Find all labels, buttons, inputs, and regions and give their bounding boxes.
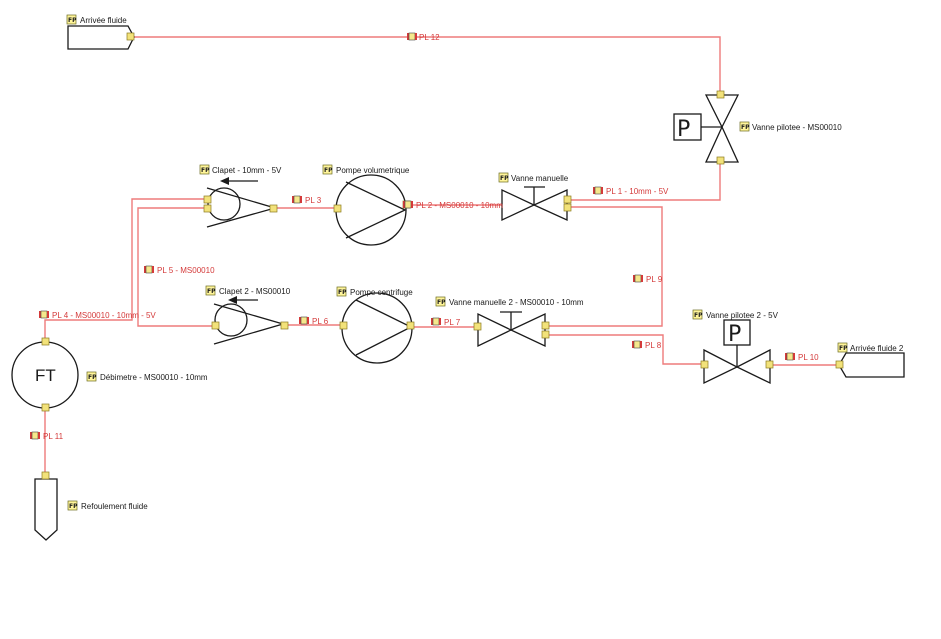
fp-badge-icon: FP (839, 345, 848, 352)
svg-text:PL 1 - 10mm - 5V: PL 1 - 10mm - 5V (606, 187, 669, 196)
label-pompe-volumetrique[interactable]: FP Pompe volumetrique (322, 164, 410, 175)
clapet-symbol[interactable] (203, 177, 278, 228)
pipe-label-pl5[interactable]: PL 5 - MS00010 (144, 265, 215, 275)
svg-text:PL 8: PL 8 (645, 341, 662, 350)
pipe-label-pl3[interactable]: PL 3 (292, 195, 322, 205)
label-debimetre[interactable]: FP Débimetre - MS00010 - 10mm (86, 371, 208, 382)
svg-text:PL 11: PL 11 (43, 432, 64, 441)
pipe-label-pl10[interactable]: PL 10 (785, 352, 819, 362)
fp-badge-icon: FP (694, 312, 703, 319)
svg-text:PL 12: PL 12 (419, 33, 440, 42)
svg-text:PL 5 - MS00010: PL 5 - MS00010 (157, 266, 215, 275)
pipe-label-pl6[interactable]: PL 6 (299, 316, 329, 326)
svg-text:PL 3: PL 3 (305, 196, 322, 205)
fp-badge-icon: FP (69, 503, 78, 510)
svg-text:Vanne manuelle: Vanne manuelle (511, 174, 569, 183)
svg-text:Pompe centrifuge: Pompe centrifuge (350, 288, 413, 297)
label-refoulement[interactable]: FP Refoulement fluide (67, 500, 148, 511)
svg-text:PL 4 - MS00010 - 10mm - 5V: PL 4 - MS00010 - 10mm - 5V (52, 311, 156, 320)
pipe-pl1[interactable] (568, 162, 721, 201)
fp-badge-icon: FP (207, 288, 216, 295)
arrivee-fluide-2-symbol[interactable] (835, 352, 905, 378)
svg-text:PL 9: PL 9 (646, 275, 663, 284)
port-arrivee-fluide[interactable] (126, 32, 135, 41)
pipe-pl8[interactable] (546, 334, 704, 365)
fp-badge-icon: FP (338, 289, 347, 296)
label-arrivee-fluide[interactable]: FP Arrivée fluide (66, 14, 127, 25)
label-vanne-pilotee-2[interactable]: FP Vanne pilotee 2 - 5V (692, 309, 779, 320)
pipe-label-pl12[interactable]: PL 12 (407, 32, 440, 42)
pipe-label-pl7[interactable]: PL 7 (431, 317, 461, 327)
fp-badge-icon: FP (437, 299, 446, 306)
pipe-pl5[interactable] (137, 207, 215, 327)
fp-badge-icon: FP (68, 17, 77, 24)
refoulement-symbol[interactable] (34, 471, 58, 541)
svg-text:Vanne manuelle 2 - MS00010 - 1: Vanne manuelle 2 - MS00010 - 10mm (449, 298, 584, 307)
pipe-pl9[interactable] (546, 206, 663, 327)
label-vanne-manuelle[interactable]: FP Vanne manuelle (498, 172, 569, 183)
fp-badge-icon: FP (88, 374, 97, 381)
label-pompe-centrifuge[interactable]: FP Pompe centrifuge (336, 286, 413, 297)
clapet-2-symbol[interactable] (211, 296, 289, 345)
arrivee-fluide-symbol[interactable] (67, 25, 135, 50)
pipe-label-pl11[interactable]: PL 11 (30, 431, 64, 441)
pipe-label-pl8[interactable]: PL 8 (632, 340, 662, 350)
svg-text:Clapet 2 - MS00010: Clapet 2 - MS00010 (219, 287, 291, 296)
svg-text:Arrivée fluide: Arrivée fluide (80, 16, 127, 25)
pipe-label-pl4[interactable]: PL 4 - MS00010 - 10mm - 5V (39, 310, 156, 320)
fp-badge-icon: FP (201, 167, 210, 174)
component-labels: FP Arrivée fluide FP Vanne pilotee - MS0… (66, 14, 904, 511)
label-arrivee-fluide-2[interactable]: FP Arrivée fluide 2 (837, 342, 904, 353)
pipe-label-pl2[interactable]: PL 2 - MS00010 - 10mm (403, 200, 503, 210)
pipe-labels: PL 12 PL 1 - 10mm - 5V PL 3 PL 2 - MS000… (30, 32, 819, 441)
svg-text:Arrivée fluide 2: Arrivée fluide 2 (850, 344, 904, 353)
debimetre-ft-symbol: FT (35, 366, 56, 385)
fp-badge-icon: FP (741, 124, 750, 131)
pipes (44, 36, 840, 476)
fp-badge-icon: FP (324, 167, 333, 174)
pipe-pl12[interactable] (133, 36, 721, 95)
svg-text:Pompe volumetrique: Pompe volumetrique (336, 166, 410, 175)
svg-text:Refoulement fluide: Refoulement fluide (81, 502, 148, 511)
svg-text:PL 10: PL 10 (798, 353, 819, 362)
pipe-label-pl9[interactable]: PL 9 (633, 274, 663, 284)
pompe-centrifuge-symbol[interactable] (339, 292, 415, 364)
label-vanne-pilotee[interactable]: FP Vanne pilotee - MS00010 (739, 121, 842, 132)
svg-text:PL 2 - MS00010 - 10mm: PL 2 - MS00010 - 10mm (416, 201, 503, 210)
debimetre-symbol[interactable]: FT (11, 337, 79, 412)
vanne-manuelle-symbol[interactable] (501, 186, 572, 222)
label-clapet-2[interactable]: FP Clapet 2 - MS00010 (205, 285, 291, 296)
vanne-pilotee-2-symbol[interactable]: P (700, 319, 774, 385)
vanne-manuelle-2-symbol[interactable] (473, 311, 550, 348)
svg-text:Clapet - 10mm - 5V: Clapet - 10mm - 5V (212, 166, 282, 175)
pipe-label-pl1[interactable]: PL 1 - 10mm - 5V (593, 186, 669, 196)
svg-text:Vanne pilotee - MS00010: Vanne pilotee - MS00010 (752, 123, 842, 132)
svg-text:PL 7: PL 7 (444, 318, 461, 327)
vanne-pilotee-symbol[interactable]: P (673, 90, 740, 165)
label-vanne-manuelle-2[interactable]: FP Vanne manuelle 2 - MS00010 - 10mm (435, 296, 584, 307)
vanne-pilotee-2-p-symbol: P (728, 322, 741, 347)
label-clapet[interactable]: FP Clapet - 10mm - 5V (199, 164, 282, 175)
svg-text:PL 6: PL 6 (312, 317, 329, 326)
pipe-pl4[interactable] (44, 198, 207, 342)
svg-text:Vanne pilotee 2 - 5V: Vanne pilotee 2 - 5V (706, 311, 779, 320)
pompe-volumetrique-symbol[interactable] (333, 174, 411, 246)
vanne-pilotee-p-symbol: P (677, 117, 690, 142)
svg-text:Débimetre - MS00010 - 10mm: Débimetre - MS00010 - 10mm (100, 373, 208, 382)
fp-badge-icon: FP (500, 175, 509, 182)
